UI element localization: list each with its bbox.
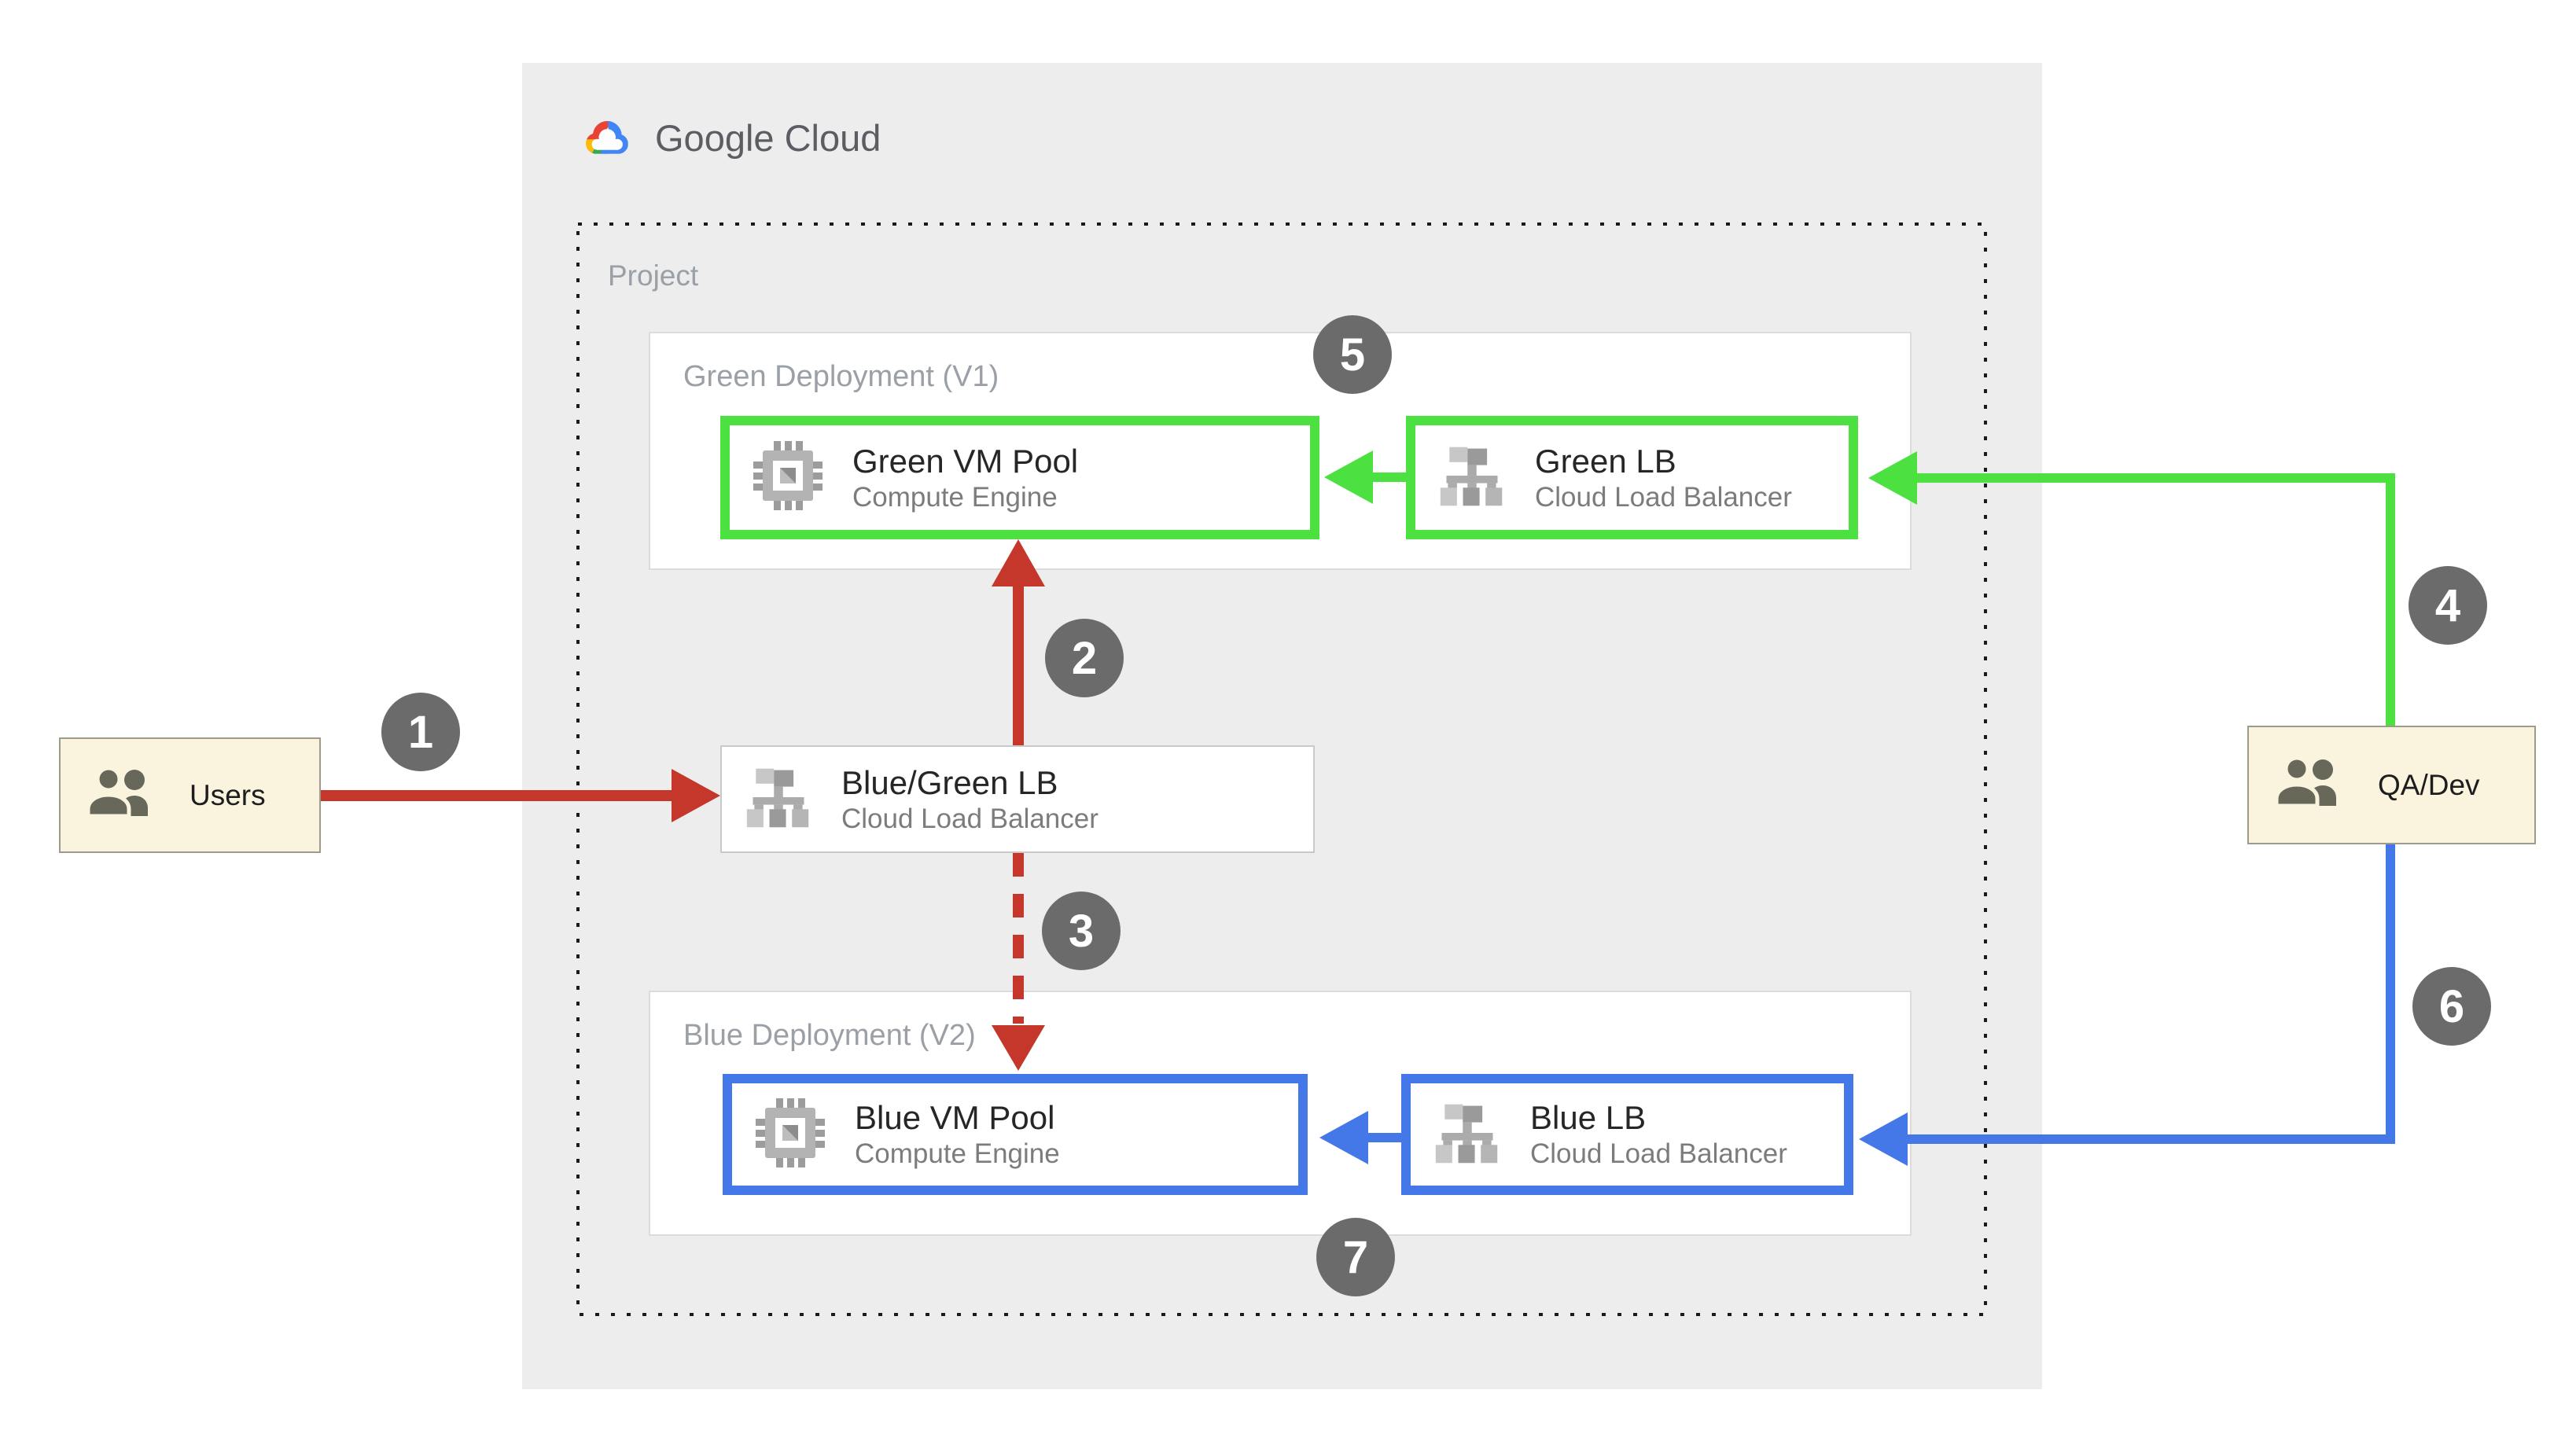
- qa-dev-label: QA/Dev: [2378, 768, 2480, 801]
- qa-dev-box: QA/Dev: [2247, 726, 2536, 844]
- green-vm-pool-title: Green VM Pool: [852, 442, 1079, 480]
- step-badge-4: 4: [2409, 566, 2487, 645]
- blue-vm-pool-node: Blue VM Pool Compute Engine: [723, 1074, 1308, 1195]
- step-badge-7: 7: [1316, 1218, 1395, 1296]
- step-badge-1: 1: [381, 693, 460, 771]
- green-deployment-label: Green Deployment (V1): [683, 360, 999, 393]
- green-lb-node: Green LB Cloud Load Balancer: [1406, 416, 1858, 539]
- blue-lb-node: Blue LB Cloud Load Balancer: [1401, 1074, 1853, 1195]
- brand-name: Google Cloud: [655, 116, 881, 159]
- green-lb-title: Green LB: [1535, 442, 1676, 480]
- project-label: Project: [608, 259, 699, 292]
- blue-vm-pool-subtitle: Compute Engine: [855, 1138, 1060, 1170]
- load-balancer-icon: [744, 767, 813, 832]
- compute-engine-icon: [752, 439, 824, 516]
- green-vm-pool-node: Green VM Pool Compute Engine: [720, 416, 1319, 539]
- step-badge-2: 2: [1045, 619, 1124, 697]
- green-lb-subtitle: Cloud Load Balancer: [1535, 481, 1792, 513]
- blue-green-lb-subtitle: Cloud Load Balancer: [841, 803, 1098, 834]
- qa-dev-users-icon: [2272, 756, 2350, 813]
- google-cloud-logo-icon: [576, 116, 636, 160]
- blue-deployment-label: Blue Deployment (V2): [683, 1019, 976, 1052]
- step-badge-3: 3: [1042, 892, 1121, 970]
- load-balancer-icon: [1433, 1102, 1502, 1167]
- blue-green-lb-node: Blue/Green LB Cloud Load Balancer: [720, 745, 1315, 853]
- step-badge-6: 6: [2412, 967, 2491, 1046]
- green-vm-pool-subtitle: Compute Engine: [852, 481, 1058, 513]
- users-label: Users: [190, 778, 266, 811]
- users-icon: [84, 766, 161, 823]
- compute-engine-icon: [754, 1097, 826, 1173]
- blue-lb-title: Blue LB: [1530, 1099, 1647, 1137]
- load-balancer-icon: [1437, 445, 1507, 510]
- blue-green-lb-title: Blue/Green LB: [841, 763, 1058, 801]
- blue-vm-pool-title: Blue VM Pool: [855, 1099, 1055, 1137]
- google-cloud-brand: Google Cloud: [576, 112, 881, 164]
- step-badge-5: 5: [1313, 315, 1392, 394]
- users-box: Users: [59, 737, 321, 853]
- blue-lb-subtitle: Cloud Load Balancer: [1530, 1138, 1787, 1170]
